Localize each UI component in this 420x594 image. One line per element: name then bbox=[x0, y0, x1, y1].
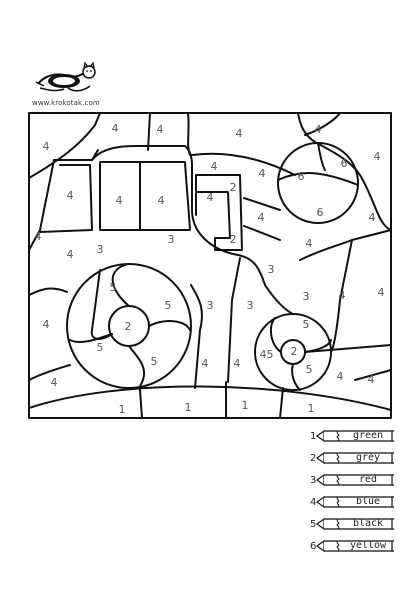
region-number: 5 bbox=[306, 363, 313, 376]
key-number: 5 bbox=[310, 519, 317, 530]
region-number: 2 bbox=[230, 181, 237, 194]
region-number: 3 bbox=[268, 263, 275, 276]
key-row-2: 2 grey bbox=[310, 450, 394, 472]
region-number: 4 bbox=[67, 189, 74, 202]
region-number: 4 bbox=[35, 230, 42, 243]
region-number: 4 bbox=[51, 376, 58, 389]
region-number: 4 bbox=[202, 357, 209, 370]
cat-logo-icon bbox=[35, 62, 96, 92]
pencil-icon bbox=[316, 539, 394, 553]
region-number: 6 bbox=[317, 206, 324, 219]
region-number: 4 bbox=[315, 123, 322, 136]
region-number: 4 bbox=[259, 167, 266, 180]
region-number: 3 bbox=[303, 290, 310, 303]
region-number: 1 bbox=[119, 403, 126, 416]
key-number: 2 bbox=[310, 453, 317, 464]
key-color-name: black bbox=[352, 518, 384, 529]
region-number: 3 bbox=[168, 233, 175, 246]
region-number: 6 bbox=[341, 157, 348, 170]
key-row-3: 3 red bbox=[310, 472, 394, 494]
region-number: 1 bbox=[308, 402, 315, 415]
key-row-1: 1 green bbox=[310, 428, 394, 450]
pencil-icon bbox=[316, 473, 394, 487]
key-row-5: 5 black bbox=[310, 516, 394, 538]
region-number: 4 bbox=[258, 211, 265, 224]
region-number: 2 bbox=[125, 320, 132, 333]
region-number: 1 bbox=[185, 401, 192, 414]
region-number: 4 bbox=[378, 286, 385, 299]
region-number: 4 bbox=[43, 318, 50, 331]
region-number: 4 bbox=[43, 140, 50, 153]
key-color-name: blue bbox=[355, 496, 381, 507]
region-number: 4 bbox=[207, 191, 214, 204]
region-number: 4 bbox=[374, 150, 381, 163]
region-number: 4 bbox=[368, 373, 375, 386]
key-row-4: 4 blue bbox=[310, 494, 394, 516]
region-number: 5 bbox=[151, 355, 158, 368]
pencil-icon bbox=[316, 495, 394, 509]
region-number: 5 bbox=[267, 348, 274, 361]
pencil-icon bbox=[316, 517, 394, 531]
region-number: 1 bbox=[242, 399, 249, 412]
region-number: 3 bbox=[97, 243, 104, 256]
region-number: 2 bbox=[291, 345, 298, 358]
region-number: 4 bbox=[339, 289, 346, 302]
region-number: 4 bbox=[158, 194, 165, 207]
key-number: 3 bbox=[310, 475, 317, 486]
picture-frame bbox=[28, 112, 392, 419]
region-number: 4 bbox=[211, 160, 218, 173]
region-number: 4 bbox=[260, 348, 267, 361]
region-number: 4 bbox=[236, 127, 243, 140]
site-url: www.krokotak.com bbox=[32, 99, 100, 107]
region-number: 3 bbox=[247, 299, 254, 312]
key-color-name: red bbox=[358, 474, 378, 485]
region-number: 6 bbox=[298, 170, 305, 183]
key-color-name: grey bbox=[355, 452, 381, 463]
region-number: 5 bbox=[165, 299, 172, 312]
key-row-6: 6 yellow bbox=[310, 538, 394, 560]
region-number: 2 bbox=[230, 233, 237, 246]
region-number: 5 bbox=[97, 341, 104, 354]
region-number: 4 bbox=[116, 194, 123, 207]
key-number: 4 bbox=[310, 497, 317, 508]
region-number: 5 bbox=[110, 281, 117, 294]
key-color-name: green bbox=[352, 430, 384, 441]
region-number: 4 bbox=[67, 248, 74, 261]
region-number: 5 bbox=[303, 318, 310, 331]
region-number: 3 bbox=[207, 299, 214, 312]
key-number: 1 bbox=[310, 431, 317, 442]
region-number: 4 bbox=[112, 122, 119, 135]
key-color-name: yellow bbox=[349, 540, 387, 551]
pencil-icon bbox=[316, 451, 394, 465]
region-number: 4 bbox=[157, 123, 164, 136]
pencil-icon bbox=[316, 429, 394, 443]
key-number: 6 bbox=[310, 541, 317, 552]
region-number: 4 bbox=[369, 211, 376, 224]
region-number: 4 bbox=[306, 237, 313, 250]
region-number: 4 bbox=[234, 357, 241, 370]
region-number: 4 bbox=[337, 370, 344, 383]
color-key: 1 green 2 grey 3 red 4 bbox=[310, 428, 394, 560]
